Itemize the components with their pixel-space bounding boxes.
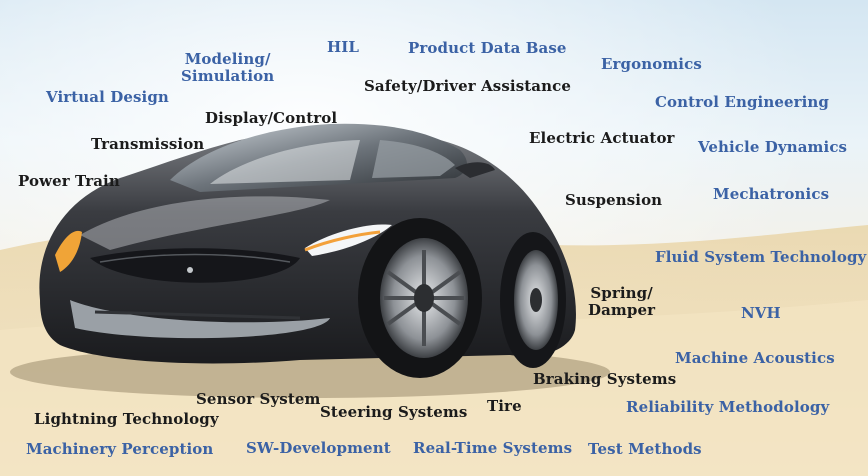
label-braking-systems: Braking Systems [533, 370, 677, 388]
label-transmission: Transmission [91, 135, 205, 153]
label-suspension: Suspension [565, 191, 663, 209]
label-real-time-systems: Real-Time Systems [413, 439, 573, 457]
label-modeling-simulation: Modeling/ Simulation [181, 51, 274, 85]
label-ergonomics: Ergonomics [601, 55, 702, 73]
label-mechatronics: Mechatronics [713, 185, 830, 203]
label-steering-systems: Steering Systems [320, 403, 468, 421]
label-virtual-design: Virtual Design [46, 88, 169, 106]
label-nvh: NVH [741, 304, 781, 322]
label-machinery-perception: Machinery Perception [26, 440, 214, 458]
label-electric-actuator: Electric Actuator [529, 129, 675, 147]
label-sensor-system: Sensor System [196, 390, 321, 408]
label-test-methods: Test Methods [588, 440, 702, 458]
label-hil: HIL [327, 38, 360, 56]
label-reliability-methodology: Reliability Methodology [626, 398, 830, 416]
label-safety-driver-assistance: Safety/Driver Assistance [364, 77, 571, 95]
label-spring-line2: Damper [588, 301, 656, 319]
label-spring-line1: Spring/ [590, 284, 653, 302]
label-tire: Tire [487, 397, 522, 415]
label-vehicle-dynamics: Vehicle Dynamics [698, 138, 848, 156]
label-power-train: Power Train [18, 172, 120, 190]
label-display-control: Display/Control [205, 109, 338, 127]
label-control-engineering: Control Engineering [655, 93, 830, 111]
label-fluid-system-technology: Fluid System Technology [655, 248, 867, 266]
label-spring-damper: Spring/ Damper [588, 285, 655, 319]
label-machine-acoustics: Machine Acoustics [675, 349, 835, 367]
label-lightning-technology: Lightning Technology [34, 410, 219, 428]
label-product-data-base: Product Data Base [408, 39, 567, 57]
label-modeling-line1: Modeling/ [184, 50, 271, 68]
label-modeling-line2: Simulation [181, 67, 275, 85]
label-sw-development: SW-Development [246, 439, 391, 457]
